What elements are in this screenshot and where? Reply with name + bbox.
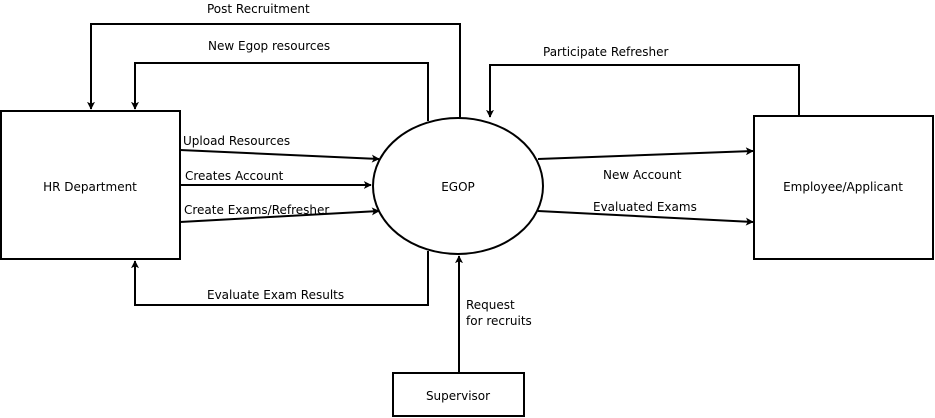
flow-creates-account: Creates Account [180,169,372,189]
evaluated-exams-arrow [537,210,754,226]
upload-resources-arrow [179,149,380,163]
supervisor-box [392,372,525,417]
employee-applicant-label: Employee/Applicant [783,180,903,194]
flow-upload-resources: Upload Resources [179,134,380,163]
request-label-line-2: for recruits [466,314,532,328]
node-employee-applicant: Employee/Applicant [753,115,934,260]
new-egop-resources-arrow [131,62,429,121]
create-exams-refresher-label: Create Exams/Refresher [184,203,329,217]
flow-post-recruitment: Post Recruitment [87,2,461,119]
hr-department-box [0,110,181,260]
participate-refresher-label: Participate Refresher [543,45,669,59]
evaluated-exams-label: Evaluated Exams [593,200,697,214]
flow-request-for-recruits: Request for recruits [455,255,532,373]
evaluate-exam-results-label: Evaluate Exam Results [207,288,344,302]
upload-resources-label: Upload Resources [183,134,290,148]
hr-department-label: HR Department [43,180,137,194]
post-recruitment-label: Post Recruitment [207,2,310,16]
new-egop-resources-label: New Egop resources [208,39,330,53]
flow-create-exams-refresher: Create Exams/Refresher [179,203,380,223]
new-account-label: New Account [603,168,682,182]
egop-label: EGOP [441,180,475,194]
node-hr-department: HR Department [0,110,181,260]
supervisor-label: Supervisor [426,389,490,403]
egop-process [372,117,544,255]
new-account-arrow [537,147,754,160]
flow-new-account: New Account [537,147,754,182]
request-label-line-1: Request [466,298,515,312]
evaluate-exam-results-arrow [131,251,429,306]
creates-account-label: Creates Account [185,169,284,183]
post-recruitment-arrow [87,23,461,119]
participate-refresher-arrow [486,64,800,118]
employee-applicant-box [753,115,934,260]
create-exams-refresher-arrow [179,207,380,223]
node-supervisor: Supervisor [392,372,525,417]
flow-evaluated-exams: Evaluated Exams [537,200,754,226]
request-for-recruits-label: Request for recruits [466,298,532,328]
flow-participate-refresher: Participate Refresher [486,45,800,118]
flow-new-egop-resources: New Egop resources [131,39,429,121]
node-egop: EGOP [372,117,544,255]
flow-evaluate-exam-results: Evaluate Exam Results [131,251,429,306]
